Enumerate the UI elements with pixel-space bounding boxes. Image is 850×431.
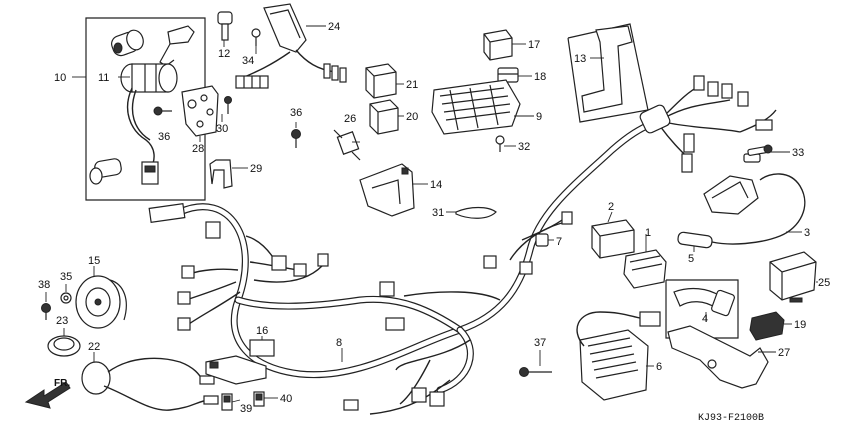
relay-17-part xyxy=(483,29,513,61)
part-label-28: 28 xyxy=(192,143,204,155)
part-label-26: 26 xyxy=(344,113,356,125)
screw-34-part xyxy=(251,28,261,46)
part-label-4: 4 xyxy=(702,313,708,325)
fuse-18-part xyxy=(497,67,519,83)
part-label-36-left: 36 xyxy=(158,131,170,143)
part-label-14: 14 xyxy=(430,179,442,191)
ignition-coil-3 xyxy=(703,153,761,215)
unit-2-part xyxy=(591,219,635,259)
part-label-32: 32 xyxy=(518,141,530,153)
part-label-20: 20 xyxy=(406,111,418,123)
part-label-36-middle: 36 xyxy=(290,107,302,119)
leader-lines xyxy=(45,25,818,403)
ignition-switch-group-box xyxy=(72,17,206,201)
part-label-7: 7 xyxy=(556,236,562,248)
plug-cap-5-part xyxy=(677,173,806,249)
part-label-25: 25 xyxy=(818,277,830,289)
ignition-key-part xyxy=(159,25,195,67)
part-label-8: 8 xyxy=(336,337,342,349)
nut-35-part xyxy=(60,292,72,304)
bolt-36-left xyxy=(153,106,172,116)
part-label-1: 1 xyxy=(645,227,651,239)
part-label-19: 19 xyxy=(794,319,806,331)
part-label-38: 38 xyxy=(38,279,50,291)
bolt-37-part xyxy=(519,367,552,377)
relay-20-part xyxy=(369,99,399,135)
front-direction-arrow: FR. xyxy=(24,378,71,409)
unit-1-part xyxy=(623,249,667,289)
part-label-29: 29 xyxy=(250,163,262,175)
part-label-5: 5 xyxy=(688,253,694,265)
ignition-switch-body xyxy=(120,63,178,185)
part-label-22: 22 xyxy=(88,341,100,353)
main-wire-harness-8 xyxy=(148,75,777,415)
part-label-30: 30 xyxy=(216,123,228,135)
mounting-plate-28 xyxy=(181,85,219,137)
part-label-11: 11 xyxy=(98,72,109,84)
coupler-39-part xyxy=(221,393,233,411)
part-number-labels: 1 2 3 4 5 6 7 8 9 10 11 12 13 14 15 16 1… xyxy=(38,21,830,415)
part-label-24: 24 xyxy=(328,21,340,33)
part-label-39: 39 xyxy=(240,403,252,415)
unit-25-part xyxy=(769,251,817,303)
fr-label: FR. xyxy=(54,378,70,389)
part-label-34: 34 xyxy=(242,55,254,67)
regulator-rectifier-6 xyxy=(576,311,661,401)
part-label-35: 35 xyxy=(60,271,72,283)
bolt-30-part xyxy=(224,96,232,114)
bolt-38-part xyxy=(41,303,51,320)
part-label-12: 12 xyxy=(218,48,230,60)
part-label-23: 23 xyxy=(56,315,68,327)
part-label-17: 17 xyxy=(528,39,540,51)
connector-26-part xyxy=(333,129,361,161)
part-label-10: 10 xyxy=(54,72,66,84)
label-16-part xyxy=(249,339,275,357)
part-label-40: 40 xyxy=(280,393,292,405)
part-label-37: 37 xyxy=(534,337,546,349)
band-31-part xyxy=(455,206,497,219)
connector-7-part xyxy=(535,233,549,247)
part-19 xyxy=(749,311,785,341)
joint-connector-part xyxy=(205,355,267,385)
part-label-6: 6 xyxy=(656,361,662,373)
key-cylinder-part xyxy=(111,29,144,57)
bracket-14-part xyxy=(359,163,415,217)
bracket-13-group-box xyxy=(567,23,649,123)
diagram-code: KJ93-F2100B xyxy=(698,413,764,424)
part-label-31: 31 xyxy=(432,207,444,219)
relay-21-part xyxy=(365,63,397,99)
part-label-18: 18 xyxy=(534,71,546,83)
part-label-13: 13 xyxy=(574,53,586,65)
part-label-33: 33 xyxy=(792,147,804,159)
band-23-part xyxy=(47,335,81,357)
seat-lock-part xyxy=(89,158,122,185)
cap-group-box-4 xyxy=(665,279,739,339)
bolt-36-middle xyxy=(291,129,301,148)
unit-24-part xyxy=(235,3,347,89)
cover-27-part xyxy=(667,325,769,389)
part-label-16: 16 xyxy=(256,325,268,337)
part-label-3: 3 xyxy=(804,227,810,239)
clip-29-part xyxy=(209,159,233,189)
screw-32-part xyxy=(495,135,505,152)
part-label-15: 15 xyxy=(88,255,100,267)
part-label-2: 2 xyxy=(608,201,614,213)
horn-15-part xyxy=(75,275,127,329)
bolt-33-part xyxy=(747,144,773,156)
coupler-40-part xyxy=(253,391,265,407)
part-label-27: 27 xyxy=(778,347,790,359)
fuse-box-9 xyxy=(431,79,521,135)
key-blank-part xyxy=(217,11,233,41)
part-label-21: 21 xyxy=(406,79,418,91)
part-label-9: 9 xyxy=(536,111,542,123)
switch-22-part xyxy=(81,357,219,411)
